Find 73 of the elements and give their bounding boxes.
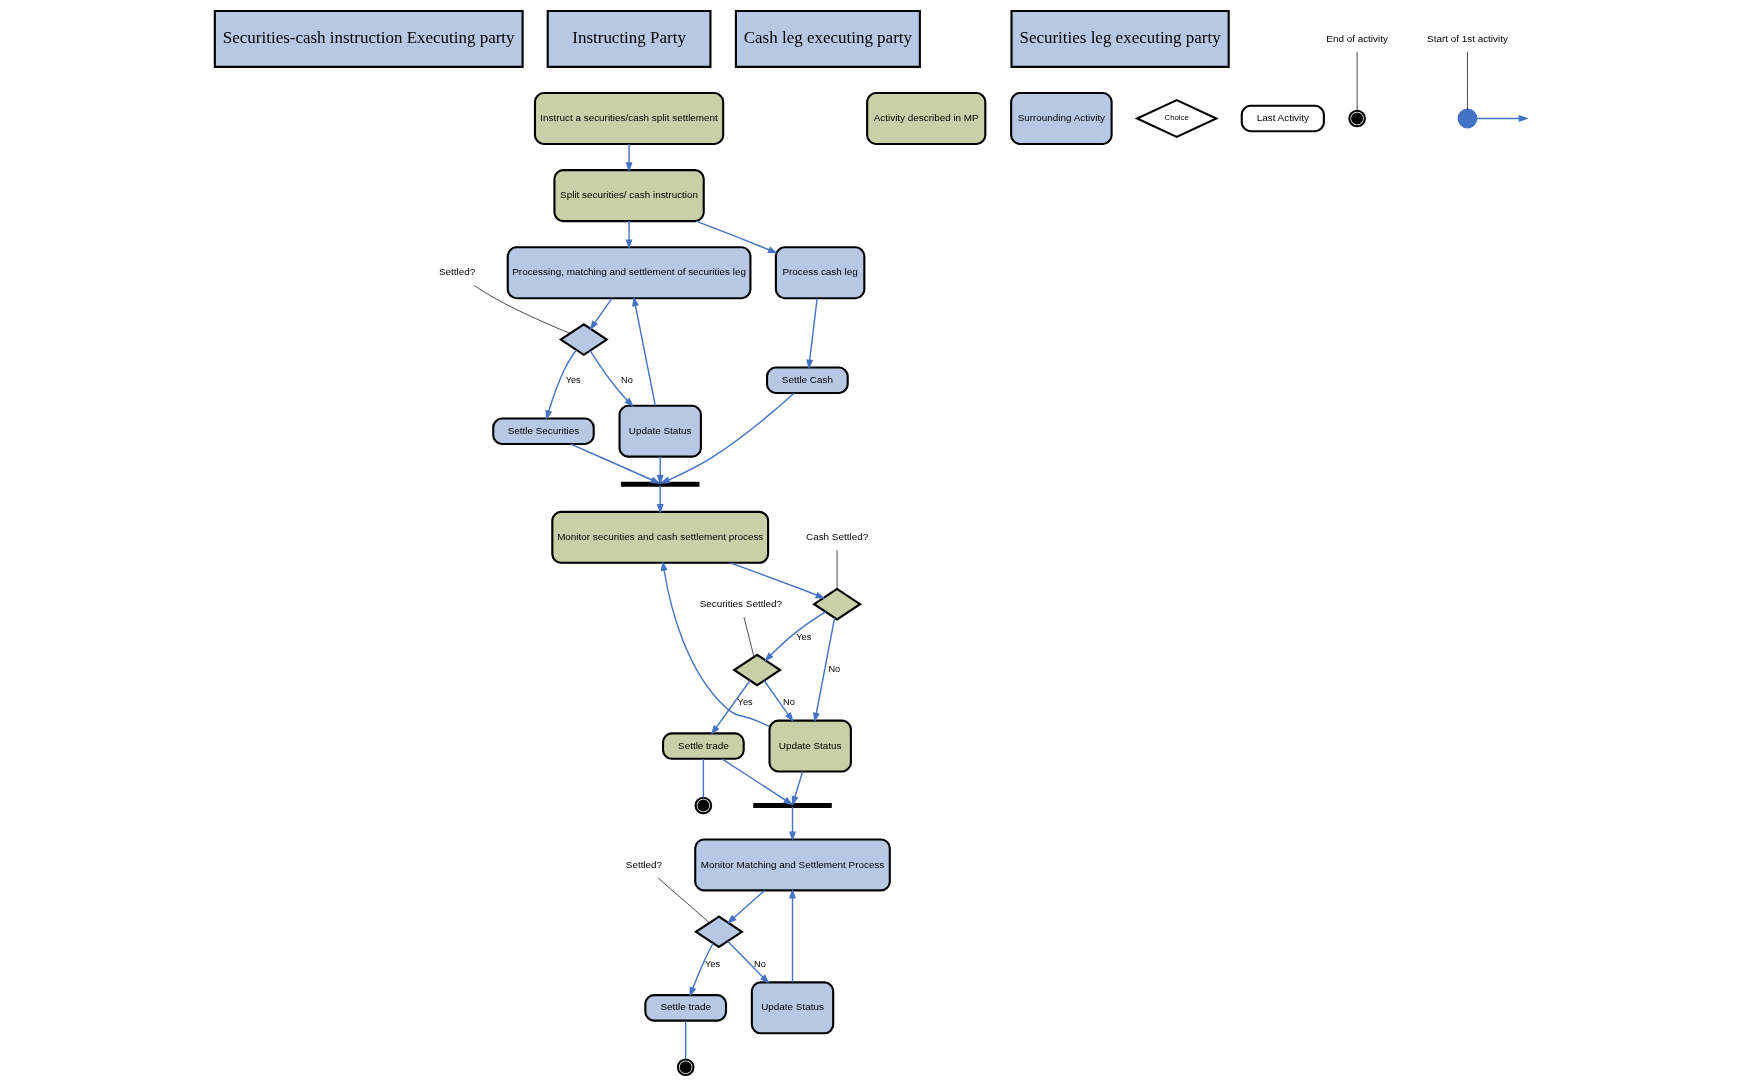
arrow — [625, 143, 633, 173]
edge-label: No — [827, 664, 840, 675]
node-box: Instruct a securities/cash split settlement — [533, 91, 724, 145]
node-box: Update Status — [767, 719, 852, 773]
arrow — [729, 562, 825, 599]
node-text: End of activity — [1325, 32, 1388, 44]
arrow — [589, 297, 613, 331]
node-box: Securities-cash instruction Executing party — [213, 9, 524, 68]
node-box: Instructing Party — [546, 9, 711, 68]
node-box: Monitor securities and cash settlement process — [550, 510, 769, 564]
node-box: Update Status — [617, 404, 702, 458]
arrow — [694, 220, 778, 254]
arrow — [763, 611, 826, 662]
node-box: Settle trade — [643, 994, 727, 1022]
connector — [702, 758, 704, 799]
connector — [836, 550, 837, 590]
arrow — [625, 220, 633, 250]
edge-label: Yes — [704, 959, 720, 970]
node-text: Start of 1st activity — [1426, 32, 1508, 44]
arrow — [720, 758, 793, 806]
arrow — [688, 942, 714, 997]
node-box: Last Activity — [1240, 104, 1325, 133]
node-box: Surrounding Activity — [1009, 91, 1113, 145]
node-box: Activity described in MP — [865, 91, 986, 145]
node-box: Settle Cash — [765, 366, 849, 395]
arrow — [656, 456, 664, 485]
node-text: Cash Settled? — [805, 530, 868, 542]
arrow — [788, 888, 796, 983]
node-bar — [620, 481, 699, 487]
arrow — [1475, 115, 1529, 122]
arrow — [763, 680, 794, 723]
connector — [657, 877, 710, 924]
node-text: Settled? — [438, 266, 475, 278]
edge-label: Yes — [565, 374, 581, 385]
node-box: Processing, matching and settlement of securities leg — [506, 246, 751, 300]
arrow — [588, 349, 634, 408]
node-box: Settle Securities — [491, 417, 595, 445]
node-circle — [1457, 108, 1477, 129]
node-box: Monitor Matching and Settlement Process — [693, 838, 891, 892]
node-box: Update Status — [750, 981, 834, 1035]
connector — [473, 285, 570, 334]
edge-label: Yes — [737, 697, 753, 708]
connector — [684, 1020, 686, 1061]
arrow — [569, 443, 661, 484]
node-diamond — [558, 323, 609, 357]
node-box: Cash leg executing party — [734, 9, 921, 68]
arrow — [791, 771, 803, 807]
arrow — [710, 680, 751, 735]
node-text: Settled? — [625, 858, 662, 870]
connector — [1466, 51, 1468, 110]
connector — [1356, 51, 1357, 111]
node-box: Process cash leg — [774, 246, 865, 300]
arrow — [726, 940, 770, 984]
arrow — [812, 617, 835, 723]
arrow — [545, 349, 577, 421]
arrow — [656, 485, 664, 514]
edge-label: No — [753, 959, 766, 970]
node-bar — [752, 803, 832, 808]
edge-label: No — [782, 697, 795, 708]
arrow — [659, 392, 795, 484]
edge-label: No — [620, 374, 633, 385]
edge-label: Yes — [795, 631, 811, 642]
node-box: Split securities/ cash instruction — [552, 169, 705, 223]
arrow — [805, 297, 818, 370]
arrow — [726, 889, 765, 924]
arrow — [660, 560, 770, 728]
node-box: Settle trade — [661, 732, 745, 760]
node-text: Securities Settled? — [699, 597, 782, 609]
node-box: Securities leg executing party — [1009, 9, 1230, 68]
node-diamond: Choice — [1134, 98, 1219, 139]
arrow — [631, 296, 656, 407]
arrow — [788, 806, 796, 842]
connector — [743, 616, 754, 658]
